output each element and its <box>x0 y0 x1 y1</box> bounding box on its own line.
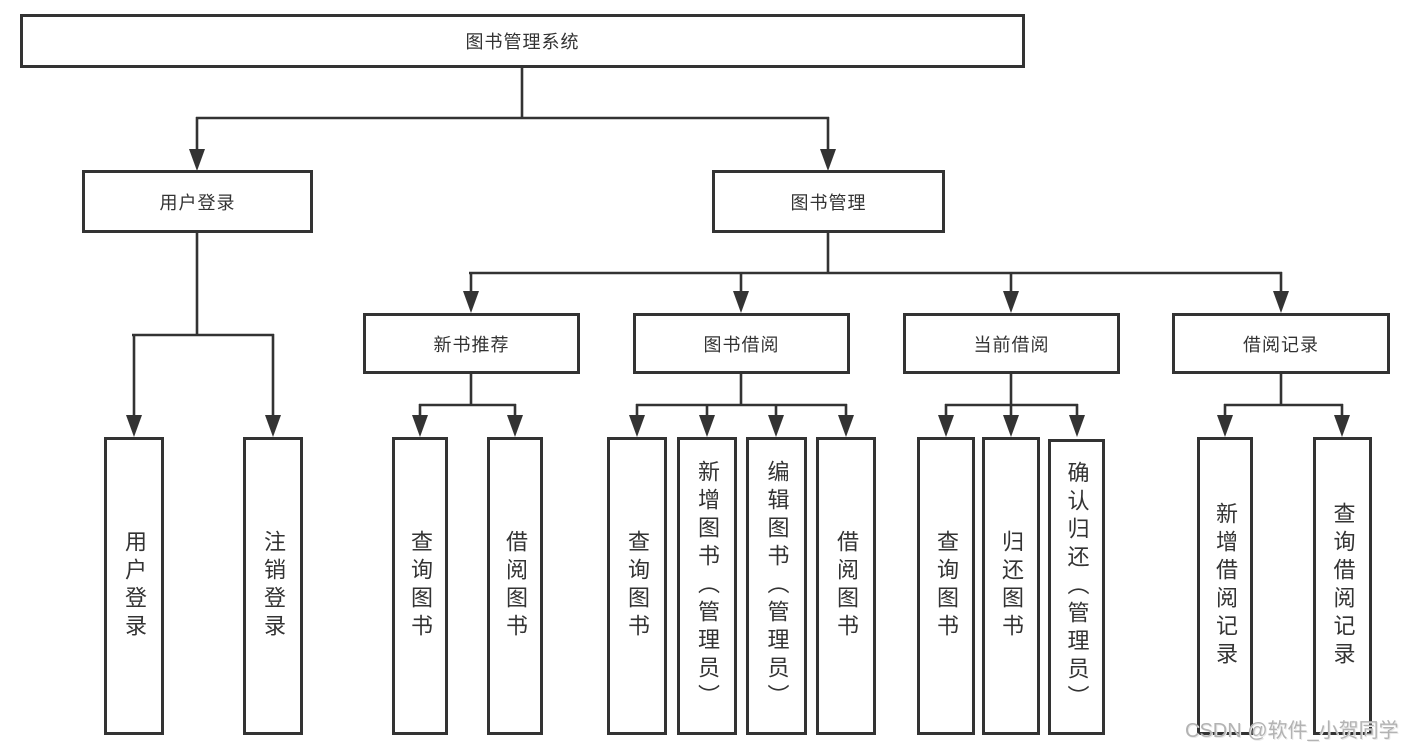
leaf-newbooks-query-books: 查询图书 <box>392 437 448 735</box>
arrow-to-leaf-logout <box>265 334 281 437</box>
leaf-user-login: 用户登录 <box>104 437 164 735</box>
node-label: 新增借阅记录 <box>1213 502 1238 670</box>
node-label: 借阅记录 <box>1243 334 1319 355</box>
node-book-borrowing: 图书借阅 <box>633 313 850 374</box>
leaf-borrowing-edit-books-admin: 编辑图书（管理员） <box>746 437 807 735</box>
arrow-to-nb-borrow <box>507 404 523 437</box>
node-label: 查询借阅记录 <box>1330 502 1356 670</box>
leaf-borrowing-query-books: 查询图书 <box>607 437 667 735</box>
leaf-records-query-record: 查询借阅记录 <box>1313 437 1372 735</box>
leaf-borrowing-add-books-admin: 新增图书（管理员） <box>677 437 737 735</box>
arrow-to-br-add <box>1217 404 1233 437</box>
leaf-newbooks-borrow-books: 借阅图书 <box>487 437 543 735</box>
node-label: 归还图书 <box>999 530 1024 642</box>
arrow-to-cb-return <box>1003 404 1019 437</box>
node-label: 编辑图书（管理员） <box>764 460 790 712</box>
node-current-borrowing: 当前借阅 <box>903 313 1120 374</box>
node-label: 查询图书 <box>934 530 959 642</box>
node-borrowing-records: 借阅记录 <box>1172 313 1390 374</box>
node-user-login: 用户登录 <box>82 170 313 233</box>
leaf-borrowing-borrow-books: 借阅图书 <box>816 437 876 735</box>
arrow-to-cb-confirm <box>1069 404 1085 437</box>
arrow-to-leaf-user-login <box>126 334 142 437</box>
arrow-to-bb-edit <box>768 404 784 437</box>
leaf-logout: 注销登录 <box>243 437 303 735</box>
node-label: 查询图书 <box>625 530 650 642</box>
node-book-management: 图书管理 <box>712 170 945 233</box>
arrow-to-borrow-records <box>1273 272 1289 313</box>
node-label: 用户登录 <box>122 530 147 642</box>
leaf-current-query-books: 查询图书 <box>917 437 975 735</box>
arrow-to-nb-query <box>412 404 428 437</box>
node-label: 当前借阅 <box>973 334 1050 355</box>
arrow-to-bb-add <box>699 404 715 437</box>
arrow-to-current-borrow <box>1003 272 1019 313</box>
node-label: 注销登录 <box>261 530 286 642</box>
node-library-management-system: 图书管理系统 <box>20 14 1025 68</box>
node-label: 借阅图书 <box>503 530 528 642</box>
arrow-to-bb-query <box>629 404 645 437</box>
arrow-to-br-query <box>1334 404 1350 437</box>
arrow-to-bb-borrow <box>838 404 854 437</box>
node-label: 用户登录 <box>159 192 236 213</box>
node-new-book-recommend: 新书推荐 <box>363 313 580 374</box>
node-label: 图书管理系统 <box>465 32 580 52</box>
arrow-to-cb-query <box>938 404 954 437</box>
node-label: 图书借阅 <box>703 334 780 355</box>
node-label: 确认归还（管理员） <box>1064 461 1090 713</box>
arrow-to-user-login <box>189 117 205 171</box>
node-label: 借阅图书 <box>834 530 859 642</box>
node-label: 图书管理 <box>790 192 867 213</box>
arrow-to-book-borrow <box>733 272 749 313</box>
arrow-to-new-books <box>463 272 479 313</box>
csdn-watermark: CSDN @软件_小贺同学 <box>1185 720 1399 742</box>
node-label: 新增图书（管理员） <box>695 460 720 712</box>
node-label: 新书推荐 <box>433 334 510 355</box>
leaf-records-add-record: 新增借阅记录 <box>1197 437 1253 735</box>
arrow-to-book-mgmt <box>820 117 836 171</box>
leaf-current-confirm-return-admin: 确认归还（管理员） <box>1048 439 1105 735</box>
node-label: 查询图书 <box>408 530 433 642</box>
leaf-current-return-books: 归还图书 <box>982 437 1040 735</box>
